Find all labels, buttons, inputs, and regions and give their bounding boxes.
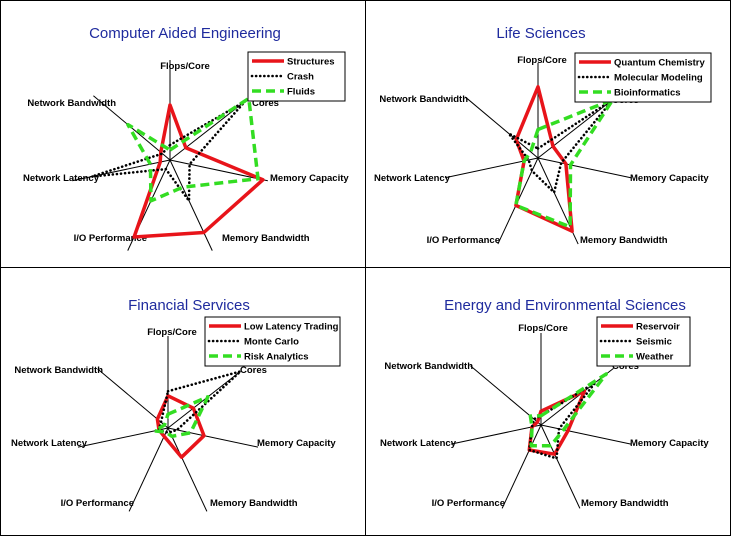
legend-label-monte-carlo: Monte Carlo bbox=[244, 337, 299, 348]
axis-spoke-memory-bandwidth bbox=[167, 427, 208, 512]
axis-spoke-network-bandwidth bbox=[464, 96, 539, 159]
axis-label-memory-bandwidth: Memory Bandwidth bbox=[580, 235, 668, 246]
axis-label-cores: Cores bbox=[240, 365, 267, 376]
axis-spoke-i-o-performance bbox=[128, 427, 169, 512]
legend-label-crash: Crash bbox=[287, 72, 314, 83]
panel-title: Computer Aided Engineering bbox=[89, 25, 281, 42]
axis-label-memory-bandwidth: Memory Bandwidth bbox=[222, 233, 310, 244]
panel-title: Life Sciences bbox=[496, 25, 585, 42]
legend-label-fluids: Fluids bbox=[287, 87, 315, 98]
axis-label-i-o-performance: I/O Performance bbox=[61, 498, 134, 509]
legend-label-bioinformatics: Bioinformatics bbox=[614, 88, 681, 99]
series-polygon-quantum-chemistry bbox=[514, 85, 574, 233]
legend-label-seismic: Seismic bbox=[636, 337, 672, 348]
axis-label-i-o-performance: I/O Performance bbox=[74, 233, 147, 244]
axis-label-network-bandwidth: Network Bandwidth bbox=[384, 361, 473, 372]
panel-title: Financial Services bbox=[128, 297, 250, 314]
axis-spoke-memory-capacity bbox=[540, 424, 632, 445]
axis-spoke-memory-capacity bbox=[169, 159, 268, 182]
axis-label-flops-core: Flops/Core bbox=[518, 323, 568, 334]
axis-spoke-cores bbox=[169, 98, 250, 161]
axis-spoke-network-latency bbox=[72, 159, 171, 182]
axis-spoke-memory-bandwidth bbox=[540, 424, 581, 509]
series-polygon-crash bbox=[90, 100, 247, 203]
axis-spoke-memory-bandwidth bbox=[169, 159, 213, 251]
axis-label-network-bandwidth: Network Bandwidth bbox=[14, 365, 103, 376]
legend-label-reservoir: Reservoir bbox=[636, 322, 680, 333]
series-polygon-monte-carlo bbox=[157, 370, 242, 434]
axis-label-memory-capacity: Memory Capacity bbox=[257, 438, 336, 449]
axis-label-network-latency: Network Latency bbox=[374, 173, 451, 184]
series-polygon-weather bbox=[528, 372, 608, 448]
axis-spoke-memory-capacity bbox=[167, 427, 259, 448]
axis-label-flops-core: Flops/Core bbox=[517, 55, 567, 66]
axis-label-flops-core: Flops/Core bbox=[147, 327, 197, 338]
axis-label-memory-capacity: Memory Capacity bbox=[270, 173, 349, 184]
radar-panel-financial-services: Financial ServicesFlops/CoreCoresMemory … bbox=[11, 297, 341, 512]
axis-label-memory-capacity: Memory Capacity bbox=[630, 173, 709, 184]
axis-label-cores: Cores bbox=[252, 98, 279, 109]
series-polygon-risk-analytics bbox=[152, 395, 210, 439]
axis-spoke-network-latency bbox=[450, 424, 542, 445]
legend-label-quantum-chemistry: Quantum Chemistry bbox=[614, 58, 706, 69]
series-polygon-fluids bbox=[126, 96, 260, 203]
axis-label-network-bandwidth: Network Bandwidth bbox=[27, 98, 116, 109]
legend-label-structures: Structures bbox=[287, 57, 335, 68]
axis-label-network-bandwidth: Network Bandwidth bbox=[379, 94, 468, 105]
legend-label-low-latency-trading: Low Latency Trading bbox=[244, 322, 339, 333]
series-polygon-seismic bbox=[527, 381, 597, 460]
axis-label-memory-bandwidth: Memory Bandwidth bbox=[581, 498, 669, 509]
axis-label-flops-core: Flops/Core bbox=[160, 61, 210, 72]
axis-spoke-memory-capacity bbox=[537, 157, 632, 179]
axis-label-i-o-performance: I/O Performance bbox=[432, 498, 505, 509]
axis-label-memory-bandwidth: Memory Bandwidth bbox=[210, 498, 298, 509]
axis-label-network-latency: Network Latency bbox=[11, 438, 88, 449]
legend-label-weather: Weather bbox=[636, 352, 674, 363]
series-polygon-reservoir bbox=[527, 389, 587, 456]
axis-label-network-latency: Network Latency bbox=[23, 173, 100, 184]
axis-spoke-cores bbox=[537, 99, 614, 159]
panel-title: Energy and Environmental Sciences bbox=[444, 297, 686, 314]
legend-label-risk-analytics: Risk Analytics bbox=[244, 352, 309, 363]
axis-label-i-o-performance: I/O Performance bbox=[427, 235, 500, 246]
legend-label-molecular-modeling: Molecular Modeling bbox=[614, 73, 703, 84]
radar-panel-energy-and-environmental-sciences: Energy and Environmental SciencesFlops/C… bbox=[380, 297, 709, 509]
series-polygon-molecular-modeling bbox=[507, 98, 615, 194]
radar-panel-computer-aided-engineering: Computer Aided EngineeringFlops/CoreCore… bbox=[23, 25, 349, 251]
axis-label-network-latency: Network Latency bbox=[380, 438, 457, 449]
axis-spoke-network-latency bbox=[77, 427, 169, 448]
axis-label-memory-capacity: Memory Capacity bbox=[630, 438, 709, 449]
axis-spoke-i-o-performance bbox=[501, 424, 542, 509]
